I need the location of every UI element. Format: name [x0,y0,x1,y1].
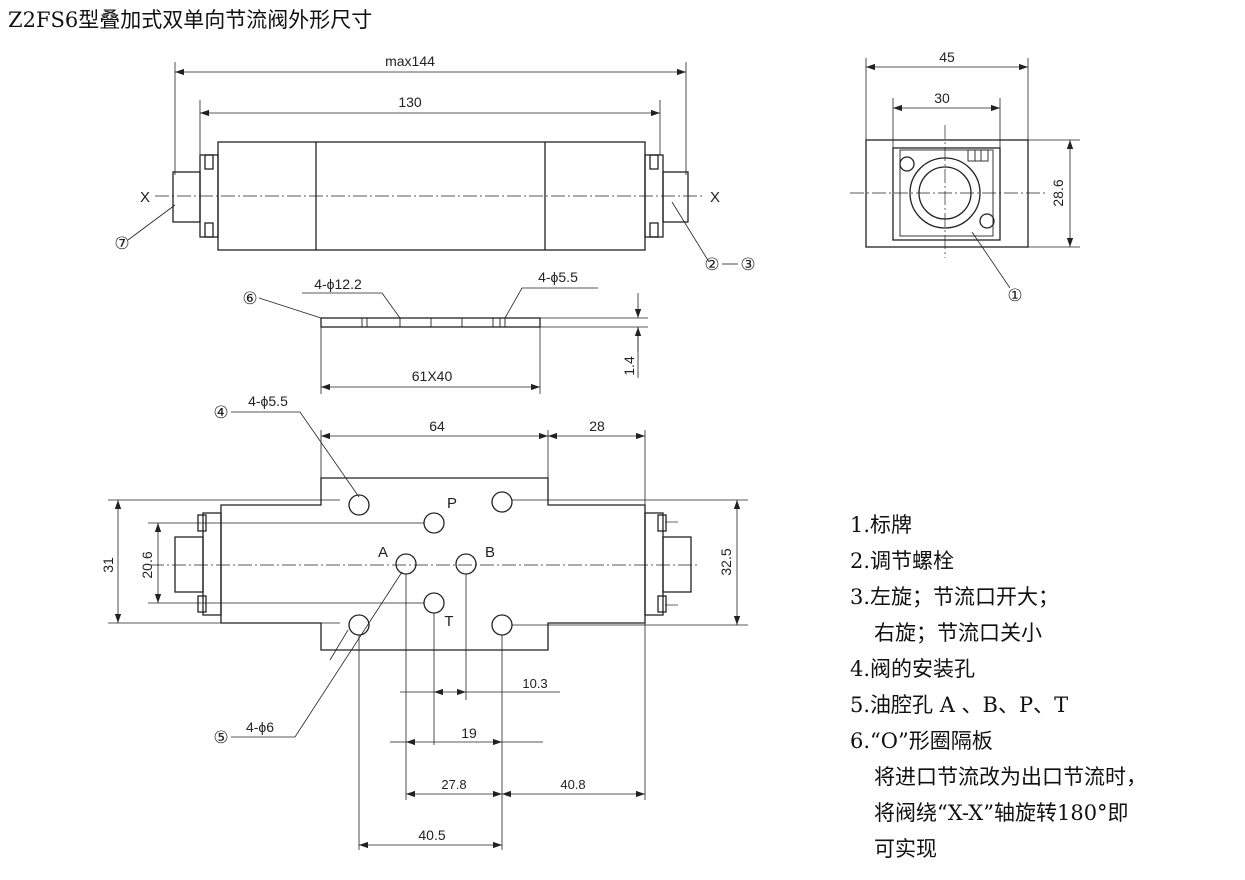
dim-max-length: max144 [385,53,435,69]
legend-item: 4.阀的安装孔 [850,657,976,681]
drawing-title: Z2FS6型叠加式双单向节流阀外形尺寸 [8,8,373,32]
dim-10-3: 10.3 [522,676,547,691]
dim-plate-thickness: 1.4 [621,356,637,376]
axis-label-right: X [710,189,720,206]
dim-40-5: 40.5 [418,827,445,843]
dim-end-inner: 30 [934,90,950,106]
legend-item: 右旋；节流口关小 [874,621,1042,645]
legend-item: 将进口节流改为出口节流时， [874,765,1147,789]
dim-20-6: 20.6 [139,551,155,578]
dim-32-5: 32.5 [718,548,734,575]
port-label-b: B [485,544,495,561]
dim-plate-bolt: 4-ϕ12.2 [314,276,362,292]
dim-end-width: 45 [939,49,955,65]
bottom-view [108,411,748,850]
dim-plate-hole: 4-ϕ5.5 [538,269,578,285]
dim-plate-pitch: 61X40 [412,368,453,384]
parts-legend: 1.标牌 2.调节螺栓 3.左旋；节流口开大； 右旋；节流口关小 4.阀的安装孔… [850,507,1147,867]
side-view [127,62,738,265]
axis-label-left: X [140,189,150,206]
legend-item: 5.油腔孔 A 、B、P、T [850,693,1069,717]
dim-length: 130 [398,94,422,110]
callout-6: ⑥ [242,289,257,308]
legend-item: 1.标牌 [850,513,913,537]
callout-2: ② [704,255,719,274]
dim-31: 31 [100,557,116,573]
dim-19: 19 [461,725,477,741]
legend-item: 2.调节螺栓 [850,549,955,573]
callout-1: ① [1007,286,1022,305]
callout-3: ③ [740,255,755,274]
end-view [850,58,1080,289]
legend-item: 将阀绕“X-X”轴旋转180°即 [874,801,1129,825]
dim-40-8: 40.8 [560,777,585,792]
callout-7: ⑦ [114,234,129,253]
legend-item: 6.“O”形圈隔板 [850,729,993,753]
port-label-p: P [447,495,457,512]
dim-port-hole: 4-ϕ6 [246,719,274,735]
legend-item: 3.左旋；节流口开大； [850,585,1060,609]
port-label-a: A [378,544,388,561]
dim-end-height: 28.6 [1050,179,1066,206]
callout-4: ④ [213,403,228,422]
port-label-t: T [444,613,453,630]
dim-27-8: 27.8 [441,777,466,792]
seal-plate-view [258,287,648,394]
callout-5: ⑤ [213,728,228,747]
dim-64: 64 [429,418,445,434]
dim-28: 28 [589,418,605,434]
dim-mount-hole: 4-ϕ5.5 [248,393,288,409]
legend-item: 可实现 [874,837,937,861]
